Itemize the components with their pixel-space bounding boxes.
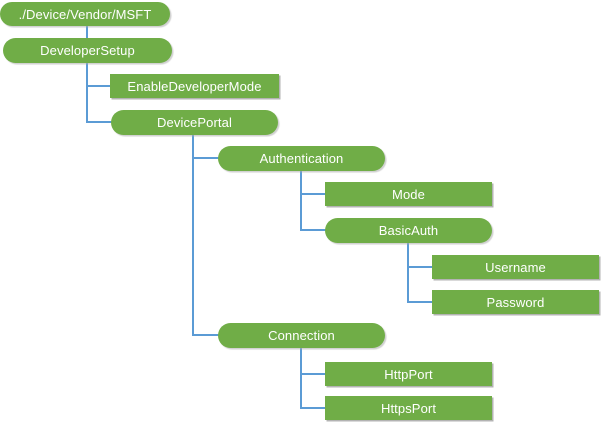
node-username[interactable]: Username <box>432 255 599 279</box>
node-https-port[interactable]: HttpsPort <box>325 396 492 420</box>
node-mode[interactable]: Mode <box>325 182 492 206</box>
node-label-basic-auth: BasicAuth <box>378 223 439 238</box>
node-http-port[interactable]: HttpPort <box>325 362 492 386</box>
node-label-password: Password <box>486 294 545 310</box>
node-device-portal[interactable]: DevicePortal <box>111 110 278 135</box>
node-password[interactable]: Password <box>432 290 599 314</box>
node-label-https-port: HttpsPort <box>380 400 437 416</box>
node-root[interactable]: ./Device/Vendor/MSFT <box>0 2 170 26</box>
node-label-enable-developer-mode: EnableDeveloperMode <box>127 78 262 94</box>
node-label-connection: Connection <box>268 328 335 343</box>
node-label-device-portal: DevicePortal <box>157 115 232 130</box>
node-label-authentication: Authentication <box>259 151 344 166</box>
node-label-developer-setup: DeveloperSetup <box>40 43 135 58</box>
node-developer-setup[interactable]: DeveloperSetup <box>3 38 172 63</box>
node-label-username: Username <box>485 259 546 275</box>
node-label-mode: Mode <box>392 186 425 202</box>
node-connection[interactable]: Connection <box>218 323 385 348</box>
node-authentication[interactable]: Authentication <box>218 146 385 171</box>
node-label-http-port: HttpPort <box>384 366 433 382</box>
node-basic-auth[interactable]: BasicAuth <box>325 218 492 243</box>
node-label-root: ./Device/Vendor/MSFT <box>18 6 152 22</box>
node-enable-developer-mode[interactable]: EnableDeveloperMode <box>110 74 279 98</box>
